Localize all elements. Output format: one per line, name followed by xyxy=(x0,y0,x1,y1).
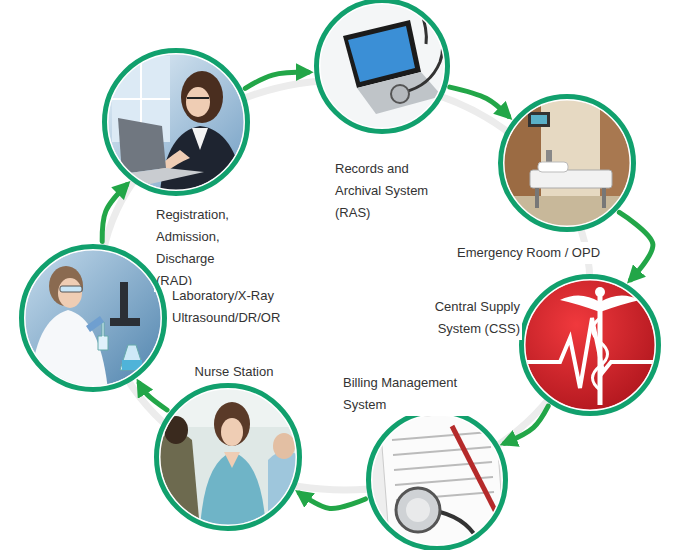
node-label: Central Supply System (CSS) xyxy=(414,296,522,340)
node-label: Laboratory/X-Ray Ultrasound/DR/OR xyxy=(170,285,282,329)
emergency-room-photo xyxy=(538,162,568,172)
laboratory-photo xyxy=(58,278,82,308)
laboratory-photo xyxy=(86,316,104,332)
circle-border xyxy=(22,247,165,390)
nurse-station-photo xyxy=(273,433,295,459)
circle-outline xyxy=(366,409,508,550)
module-label: Billing Management System xyxy=(343,372,488,416)
emergency-room-photo xyxy=(503,99,631,227)
billing-photo xyxy=(406,498,430,522)
circle-outline xyxy=(314,0,450,134)
records-photo xyxy=(391,85,409,103)
central-supply-emblem xyxy=(595,287,605,297)
module-node: Laboratory/X-Ray Ultrasound/DR/OR xyxy=(19,244,167,392)
module-node: Billing Management System xyxy=(366,409,508,550)
circle-border xyxy=(369,412,506,549)
circle-inner-ring xyxy=(503,99,631,227)
flow-arrow xyxy=(505,406,549,443)
emergency-room-photo xyxy=(530,170,612,188)
emergency-room-photo xyxy=(503,99,631,227)
circle-inner-ring xyxy=(319,3,445,129)
central-supply-emblem xyxy=(593,318,608,390)
circle-outline xyxy=(519,274,661,416)
node-label: Registration, Admission, Discharge (RAD) xyxy=(154,204,250,292)
nurse-station-photo xyxy=(214,402,250,446)
central-supply-emblem xyxy=(560,295,600,312)
circle-border xyxy=(501,97,634,230)
registration-photo xyxy=(186,87,210,117)
central-supply-emblem xyxy=(523,318,657,388)
circle-inner-ring xyxy=(24,249,162,387)
circle-outline xyxy=(19,244,167,392)
module-label: Laboratory/X-Ray Ultrasound/DR/OR xyxy=(172,285,280,329)
circle-outline xyxy=(102,48,250,196)
circle-inner-ring xyxy=(107,53,245,191)
node-label: Records and Archival System (RAS) xyxy=(333,158,450,224)
flow-arrow xyxy=(299,493,365,508)
flow-arrow xyxy=(102,185,126,242)
circle-border xyxy=(317,1,448,132)
registration-photo xyxy=(192,128,208,150)
circle-border xyxy=(105,51,248,194)
registration-photo xyxy=(181,71,223,123)
circle-outline xyxy=(498,94,636,232)
laboratory-photo xyxy=(60,286,82,292)
circle-border xyxy=(157,386,300,529)
nurse-station-photo xyxy=(200,452,266,530)
circle-inner-ring xyxy=(159,388,297,526)
nurse-station-photo xyxy=(221,418,243,446)
nurse-station-photo xyxy=(224,452,240,468)
circle-outline xyxy=(154,383,302,531)
module-label: Records and Archival System (RAS) xyxy=(335,158,448,224)
emergency-room-photo xyxy=(602,188,606,208)
module-node: Central Supply System (CSS) xyxy=(519,274,661,416)
module-label: Emergency Room / OPD xyxy=(457,242,600,264)
registration-photo xyxy=(187,97,209,99)
module-node: Emergency Room / OPD xyxy=(498,94,636,232)
registration-photo xyxy=(118,118,166,174)
registration-photo xyxy=(112,98,170,100)
emergency-room-photo xyxy=(531,115,547,124)
records-photo xyxy=(348,26,415,82)
laboratory-photo xyxy=(98,322,108,350)
module-node: Nurse Station xyxy=(154,383,302,531)
billing-photo xyxy=(394,462,492,470)
module-label: Nurse Station xyxy=(195,361,274,383)
module-label: Registration, Admission, Discharge (RAD) xyxy=(156,204,248,292)
laboratory-photo xyxy=(120,282,128,322)
module-node: Registration, Admission, Discharge (RAD) xyxy=(102,48,250,196)
records-photo xyxy=(404,8,443,92)
emergency-room-photo xyxy=(535,188,539,208)
billing-photo xyxy=(392,432,490,440)
circle-border xyxy=(522,277,659,414)
node-label: Billing Management System xyxy=(341,372,490,416)
module-node: Records and Archival System (RAS) xyxy=(314,0,450,134)
billing-photo xyxy=(396,488,440,532)
flow-arrow xyxy=(245,72,308,88)
laboratory-photo xyxy=(30,310,108,390)
flow-arrow xyxy=(619,212,653,279)
node-label: Nurse Station xyxy=(193,361,276,383)
flow-arrow xyxy=(450,87,509,116)
billing-photo xyxy=(393,447,491,455)
node-label: Emergency Room / OPD xyxy=(455,242,602,264)
circle-inner-ring xyxy=(524,279,656,411)
laboratory-photo xyxy=(110,318,140,326)
emergency-room-photo xyxy=(528,112,550,127)
circle-inner-ring xyxy=(371,414,503,546)
central-supply-emblem xyxy=(600,295,640,312)
flow-arrow xyxy=(139,383,167,410)
module-label: Central Supply System (CSS) xyxy=(416,296,520,340)
